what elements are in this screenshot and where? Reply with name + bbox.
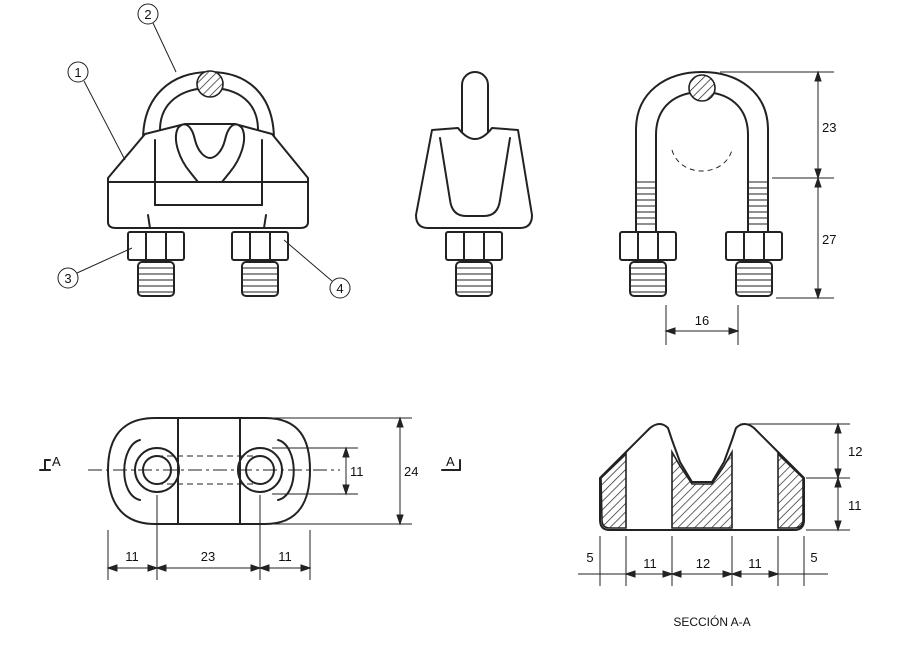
callout-2-label: 2	[144, 7, 151, 22]
callout-3	[57, 267, 79, 289]
dim-sec-top: 12	[848, 444, 862, 459]
dim-plan-left: 11	[125, 549, 139, 564]
plan-view: A A 24 11	[39, 416, 461, 580]
cable-section	[688, 74, 716, 102]
callout-4-label: 4	[336, 281, 343, 296]
dim-sec-d: 11	[748, 556, 762, 571]
dim-sec-b: 11	[643, 556, 657, 571]
callout-1-label: 1	[74, 65, 81, 80]
dim-plan-height: 24	[404, 464, 418, 479]
dim-side-width: 16	[695, 313, 709, 328]
dim-sec-e: 5	[810, 550, 817, 565]
callout-4	[329, 277, 351, 299]
dim-sec-c: 12	[696, 556, 710, 571]
section-mark-right: A	[446, 454, 455, 469]
dim-sec-bottom: 11	[848, 498, 862, 513]
dim-side-top: 23	[822, 120, 836, 135]
u-bolt-section	[196, 70, 224, 98]
dim-side-bottom: 27	[822, 232, 836, 247]
callout-2	[137, 3, 159, 25]
dim-plan-right: 11	[278, 549, 292, 564]
callout-1	[67, 61, 89, 83]
section-mark-left: A	[52, 454, 61, 469]
front-view: 1 2 3 4	[57, 3, 351, 299]
dim-plan-hole: 11	[350, 464, 364, 479]
dim-sec-a: 5	[586, 550, 593, 565]
callout-3-label: 3	[64, 271, 71, 286]
section-title: SECCIÓN A-A	[673, 614, 750, 629]
section-a-a: 12 11 5 11 12 11 5 SECCIÓN A-A	[578, 422, 862, 629]
dim-plan-center: 23	[201, 549, 215, 564]
u-bolt-view: 23 27 16	[619, 70, 836, 345]
side-view	[415, 71, 533, 297]
